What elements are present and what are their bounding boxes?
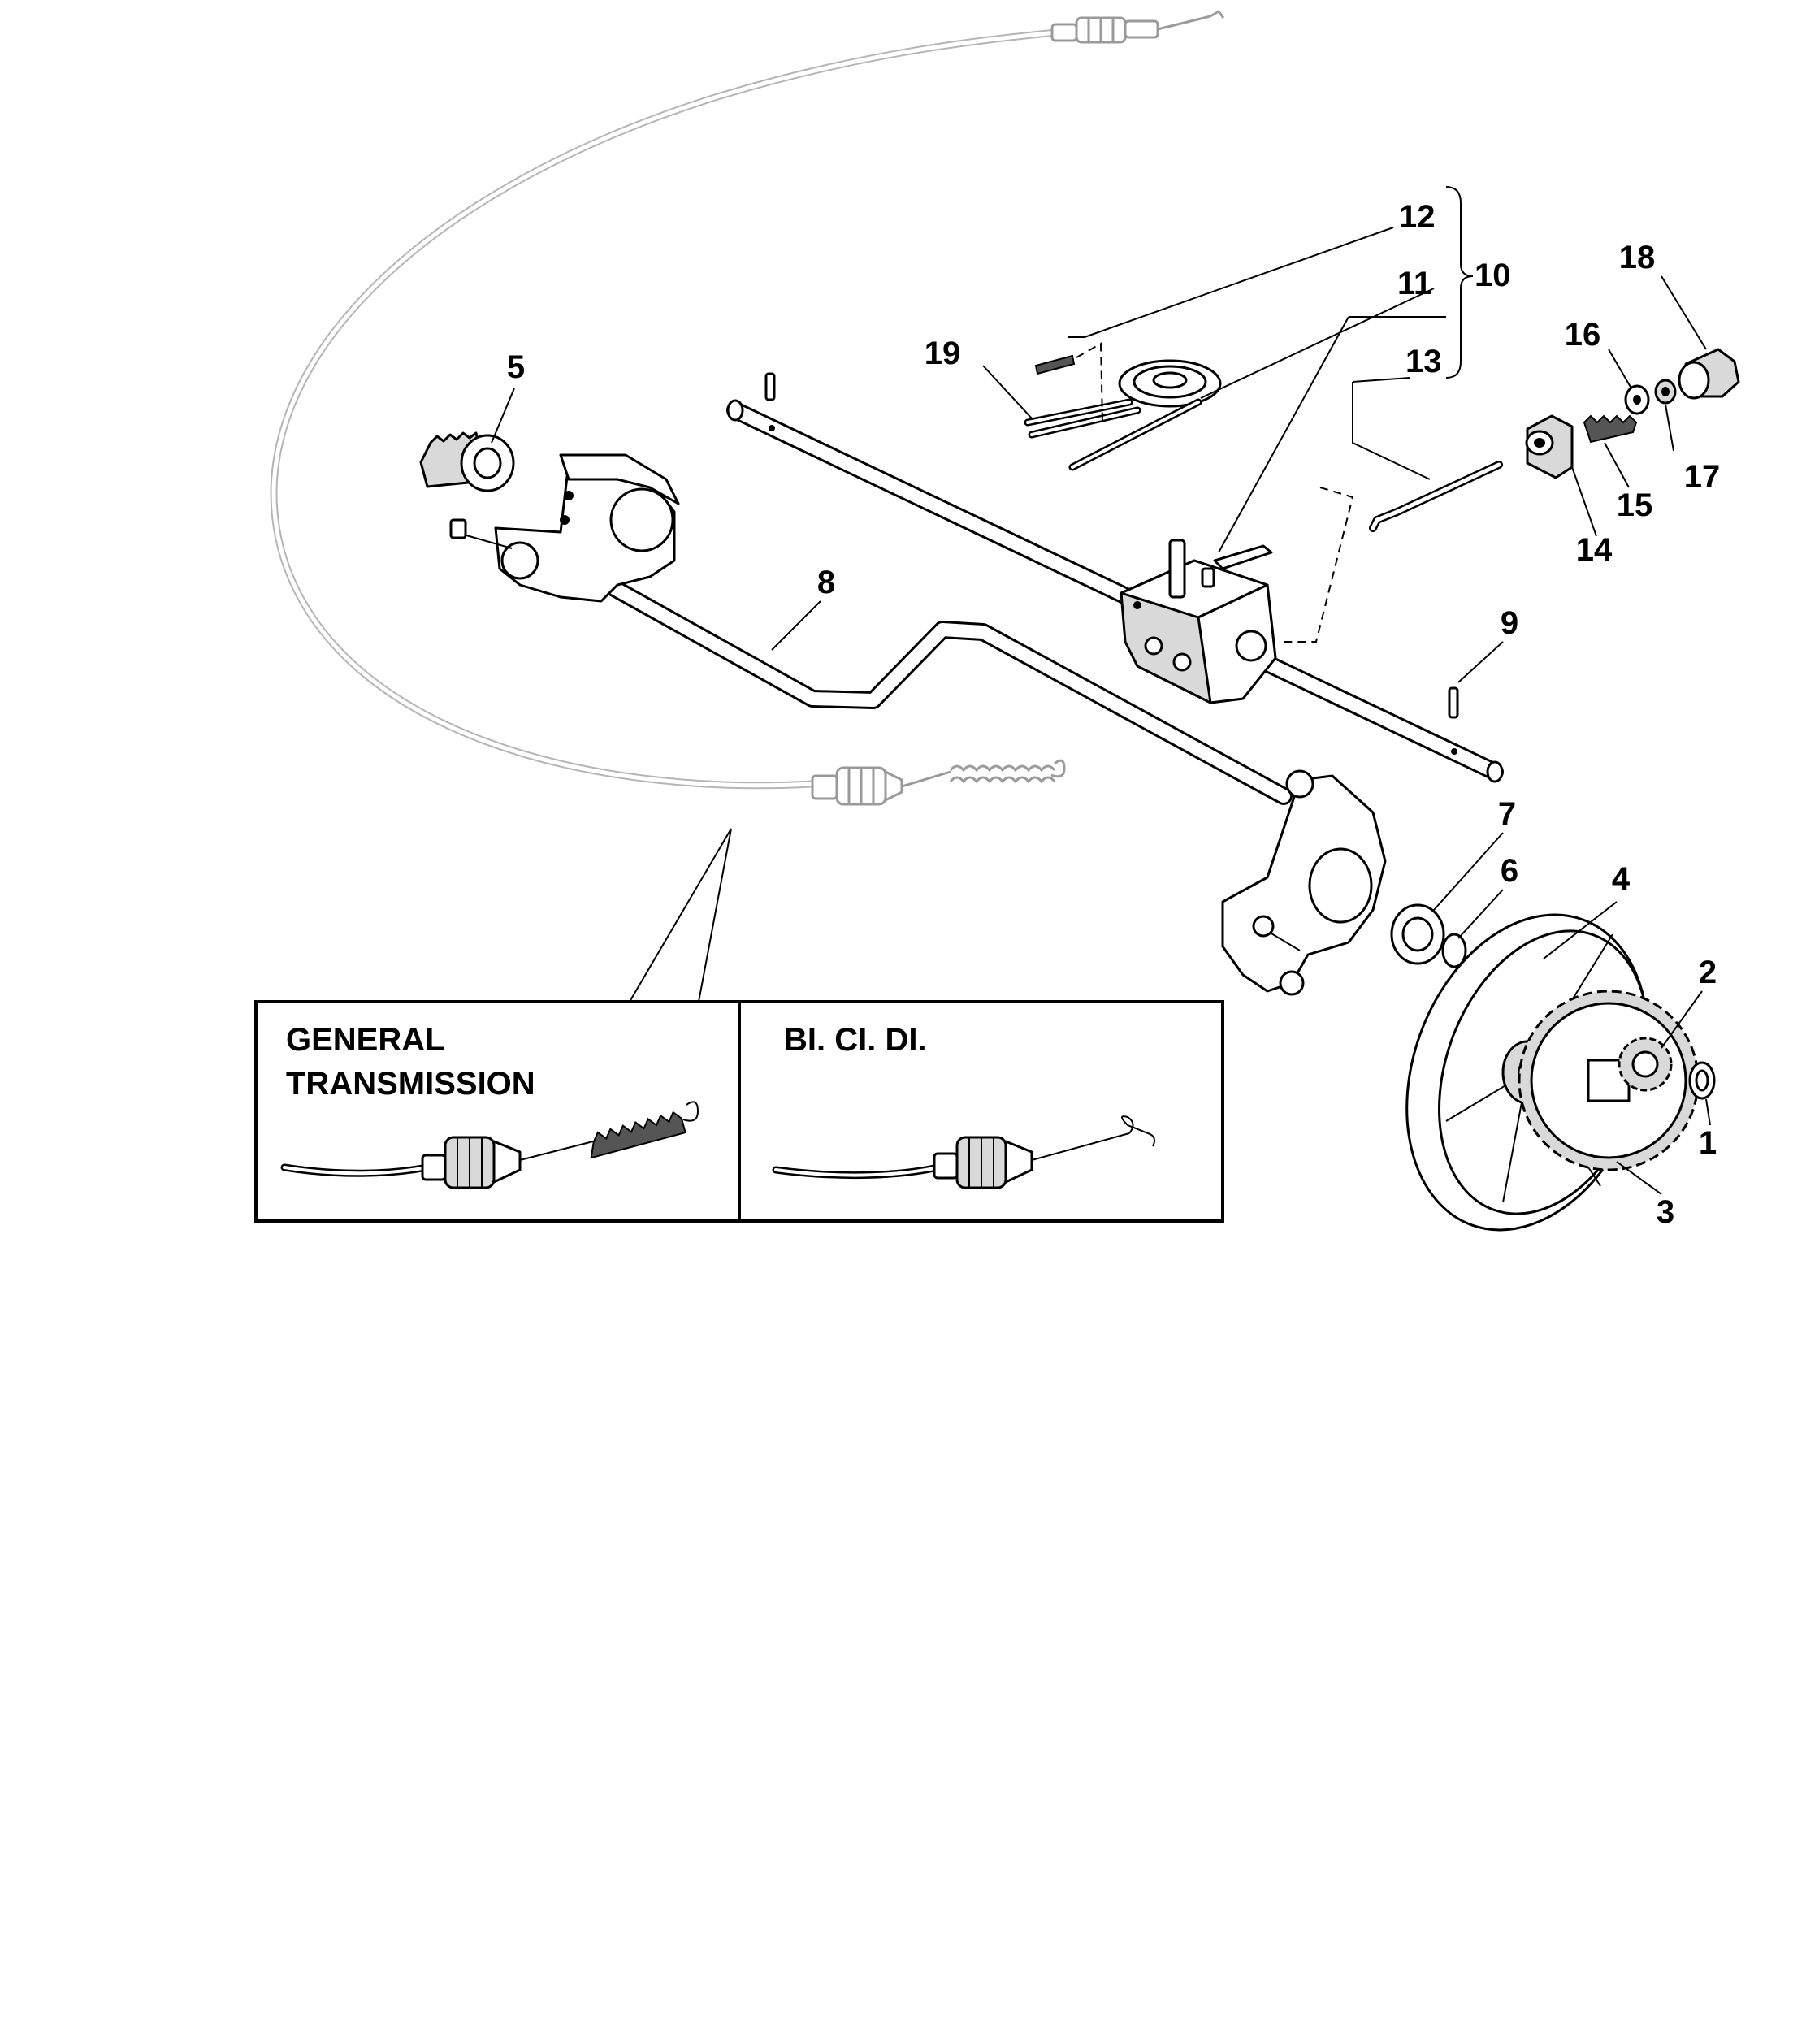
leader-lines (491, 186, 1711, 1195)
wheel-assembly (1390, 903, 1716, 1232)
callout-12: 12 (1399, 199, 1436, 235)
part-18-cap (1678, 348, 1740, 400)
callout-4: 4 (1612, 861, 1631, 897)
part-12-screw (1034, 354, 1076, 375)
callout-15: 15 (1617, 487, 1653, 523)
inset-bicidi-cable (772, 1115, 1155, 1189)
part-14-bracket (1525, 414, 1574, 479)
callout-14: 14 (1576, 532, 1613, 568)
height-adjust-rod (592, 572, 1293, 805)
inset-pointer (629, 828, 732, 1003)
part-17-nut (1654, 379, 1677, 405)
right-bracket (1221, 769, 1387, 996)
callout-10: 10 (1475, 258, 1511, 293)
callout-18: 18 (1619, 240, 1656, 275)
cable-variant-inset: GENERAL TRANSMISSION BI. CI. DI. (254, 1000, 1224, 1223)
callout-11: 11 (1397, 266, 1431, 301)
alignment-dash-1 (1076, 342, 1103, 423)
callout-labels: 1 2 3 4 5 6 7 8 9 10 11 12 13 14 15 16 1… (507, 199, 1720, 1230)
callout-16: 16 (1565, 317, 1601, 353)
callout-7: 7 (1498, 796, 1516, 832)
alignment-dash-2 (1284, 487, 1354, 643)
part-16-washer (1624, 384, 1650, 415)
gearbox (1120, 539, 1277, 704)
callout-13: 13 (1405, 344, 1442, 379)
callout-9: 9 (1501, 605, 1518, 641)
control-cable (270, 10, 1225, 806)
inset-general-cable (280, 1101, 699, 1189)
cable-bottom-fitting (811, 759, 1066, 806)
roll-pin-9 (1448, 686, 1459, 719)
part-15-spring (1583, 414, 1638, 444)
callout-3: 3 (1657, 1194, 1674, 1230)
inset-title-bicidi: BI. CI. DI. (784, 1022, 927, 1058)
pulley-belt (1024, 359, 1222, 471)
callout-19: 19 (925, 336, 961, 371)
drive-axle (726, 399, 1504, 783)
roll-pin-upper (764, 372, 776, 401)
left-bracket (449, 453, 680, 603)
callout-8: 8 (817, 565, 835, 600)
callout-5: 5 (507, 349, 525, 385)
inset-title-general-line2: TRANSMISSION (286, 1066, 535, 1102)
callout-6: 6 (1501, 853, 1518, 889)
callout-1: 1 (1699, 1125, 1717, 1161)
callout-17: 17 (1684, 459, 1721, 495)
callout-2: 2 (1699, 955, 1717, 990)
inset-title-general-line1: GENERAL (286, 1022, 445, 1058)
part-5-pinion-bushing (419, 431, 515, 492)
cable-top-fitting (1050, 10, 1225, 44)
